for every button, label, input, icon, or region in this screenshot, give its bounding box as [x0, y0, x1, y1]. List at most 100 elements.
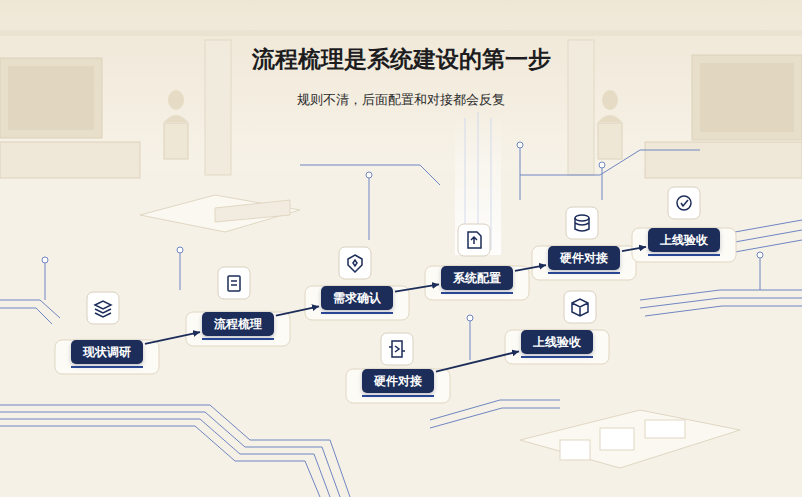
process-box: 硬件对接	[548, 246, 620, 270]
platforms-part	[321, 312, 393, 314]
box-label: 需求确认	[333, 291, 381, 305]
process-box: 需求确认	[321, 286, 393, 310]
circuit-lines-part	[0, 426, 320, 497]
circuit-lines-part	[0, 405, 350, 497]
box-label: 硬件对接	[374, 374, 422, 388]
light-beam	[455, 112, 501, 255]
room-part	[0, 142, 140, 178]
circuit-lines-part	[0, 300, 60, 318]
light-beam-part	[491, 118, 492, 250]
circuit-lines-part	[645, 306, 802, 316]
icons-part-part	[95, 301, 111, 317]
icons-part-part	[681, 200, 688, 206]
platforms-part	[186, 312, 290, 346]
icons-part-part	[566, 207, 598, 239]
box-label: 上线验收	[533, 335, 581, 349]
bust-part	[598, 123, 622, 159]
title-text: 流程梳理是系统建设的第一步	[252, 46, 551, 72]
process-box: 流程梳理	[202, 312, 274, 336]
models-part	[560, 440, 590, 460]
platforms-part	[346, 369, 450, 403]
icons-part-part	[468, 232, 481, 248]
platforms-part	[425, 266, 529, 300]
platforms-part	[71, 366, 143, 368]
room-part	[692, 55, 802, 140]
icons	[87, 187, 700, 365]
pins-part	[599, 162, 605, 168]
icons-part	[566, 207, 598, 239]
flow-arrow	[436, 351, 519, 371]
process-box: 现状调研	[71, 340, 143, 364]
process-box: 硬件对接	[362, 369, 434, 393]
room-part	[645, 142, 802, 178]
circuit-lines-part	[735, 240, 802, 252]
pins	[42, 142, 763, 360]
bust-part	[164, 115, 188, 122]
icons-part-part	[381, 333, 413, 365]
title: 流程梳理是系统建设的第一步	[0, 46, 802, 74]
models-part	[140, 195, 300, 232]
box-label: 上线验收	[660, 233, 708, 247]
circuit-lines	[0, 150, 802, 497]
icons-part	[381, 333, 413, 365]
process-box: 系统配置	[441, 266, 513, 290]
box-label: 流程梳理	[214, 317, 262, 331]
box-label: 系统配置	[453, 271, 501, 285]
icons-part	[87, 292, 119, 324]
room-part	[700, 63, 794, 132]
room-part	[8, 66, 94, 130]
platforms-part	[55, 340, 159, 374]
circuit-lines-part	[430, 408, 560, 428]
flow-arrow	[622, 247, 646, 251]
icons-part-part	[575, 215, 589, 221]
flow-arrow	[276, 306, 319, 315]
icons-part-part	[668, 187, 700, 219]
icons-part	[564, 291, 596, 323]
circuit-lines-part	[0, 419, 330, 497]
room-part	[0, 30, 802, 36]
room-part	[0, 58, 102, 138]
icons-part-part	[228, 276, 240, 291]
box-label: 现状调研	[83, 345, 131, 359]
icons-part	[339, 247, 371, 279]
pins-part	[520, 147, 521, 200]
circuit-lines-part	[735, 220, 802, 232]
models-part	[520, 410, 740, 468]
circuit-lines-part	[520, 150, 700, 175]
platforms-part	[648, 254, 720, 256]
room-part	[205, 40, 231, 175]
pins-part	[369, 177, 370, 240]
icons-part-part	[231, 280, 237, 282]
platforms-part	[305, 286, 409, 320]
platforms-part	[505, 330, 609, 364]
icons-part-part	[339, 247, 371, 279]
icons-part	[218, 267, 250, 299]
bust-part	[168, 90, 184, 110]
icons-part	[668, 187, 700, 219]
icons-part-part	[572, 299, 588, 316]
circuit-lines-part	[735, 230, 802, 242]
circuit-lines-part	[300, 165, 440, 185]
room-part	[0, 170, 802, 497]
icons-part-part	[575, 218, 589, 231]
box-label: 硬件对接	[560, 251, 608, 265]
models-part	[645, 420, 685, 438]
bust-part	[164, 123, 188, 159]
pins-part	[757, 252, 763, 258]
bust-part	[602, 90, 618, 110]
process-box: 上线验收	[648, 228, 720, 252]
icons-part-part	[389, 341, 405, 357]
platforms-part	[521, 356, 593, 358]
pins-part	[180, 252, 181, 290]
platforms-part	[632, 228, 736, 262]
icons-part-part	[348, 255, 362, 272]
icons-part-part	[564, 291, 596, 323]
models	[140, 195, 740, 468]
bust	[164, 90, 622, 159]
bust-part	[598, 115, 622, 122]
flow-arrow	[515, 265, 546, 271]
icons-part-part	[87, 292, 119, 324]
models-part	[215, 200, 290, 222]
platforms-part	[532, 246, 636, 280]
models-part	[600, 428, 634, 450]
